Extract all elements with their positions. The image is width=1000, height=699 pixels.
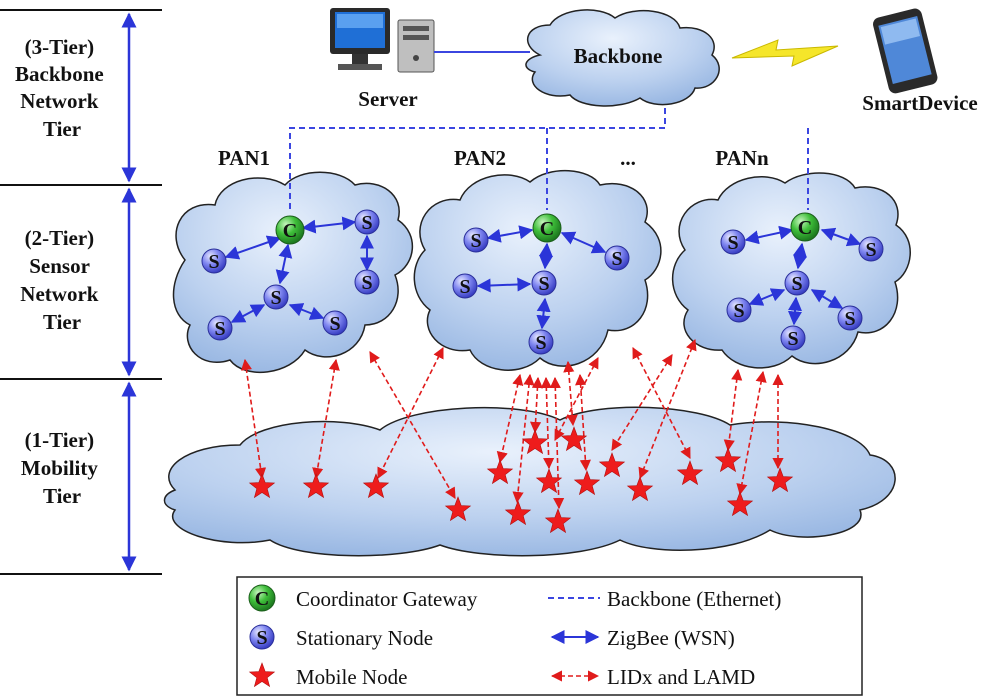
mobile-node-star — [521, 429, 549, 455]
stationary-node: S — [322, 310, 348, 336]
stationary-node: S — [452, 273, 478, 299]
stationary-node: S — [837, 305, 863, 331]
mobile-node-star — [598, 452, 626, 478]
backbone-label: Backbone — [574, 44, 663, 68]
mobile-node-star — [573, 470, 601, 496]
legend-lidx-label: LIDx and LAMD — [607, 665, 755, 689]
mobile-nodes — [248, 426, 794, 534]
coordinator-node: C — [790, 212, 820, 242]
legend-mobile-symbol — [248, 662, 276, 688]
svg-text:S: S — [733, 300, 744, 322]
pan2-cloud — [413, 170, 662, 371]
stationary-node: S — [531, 270, 557, 296]
stationary-node: S — [354, 209, 380, 235]
smart-device-label: SmartDevice — [862, 91, 977, 115]
stationary-node: S — [784, 270, 810, 296]
svg-text:C: C — [540, 218, 554, 240]
legend-mobile-label: Mobile Node — [296, 665, 407, 689]
svg-text:S: S — [727, 232, 738, 254]
legend-star-icon — [248, 662, 276, 688]
mobile-node-star — [362, 473, 390, 499]
stationary-node: S — [858, 236, 884, 262]
server-label: Server — [358, 87, 417, 111]
backbone-cloud — [525, 9, 720, 107]
stationary-node: S — [354, 269, 380, 295]
stationary-node: S — [207, 315, 233, 341]
legend-zigbee-label: ZigBee (WSN) — [607, 626, 735, 650]
stationary-node: S — [726, 297, 752, 323]
svg-text:S: S — [361, 272, 372, 294]
stationary-node: S — [263, 284, 289, 310]
svg-text:C: C — [255, 588, 269, 610]
coordinator-node: C — [532, 213, 562, 243]
mobile-node-star — [486, 459, 514, 485]
svg-text:S: S — [538, 273, 549, 295]
coordinator-node: C — [275, 215, 305, 245]
mobile-node-star — [544, 508, 572, 534]
smart-device-icon — [873, 8, 938, 94]
svg-text:S: S — [611, 248, 622, 270]
mobile-node-star — [302, 473, 330, 499]
svg-text:C: C — [283, 220, 297, 242]
svg-text:S: S — [208, 251, 219, 273]
mobile-node-star — [714, 447, 742, 473]
pan2-label: PAN2 — [454, 146, 506, 170]
svg-text:S: S — [787, 328, 798, 350]
svg-text:S: S — [535, 332, 546, 354]
svg-text:S: S — [256, 627, 267, 649]
mobile-node-star — [248, 473, 276, 499]
coordinator-nodes: C C C — [275, 212, 820, 245]
mobile-node-star — [766, 467, 794, 493]
legend-stationary-symbol: S — [249, 624, 275, 650]
pann-label: PANn — [715, 146, 769, 170]
server-icon — [330, 8, 435, 73]
legend: C Coordinator Gateway S Stationary Node … — [236, 576, 863, 696]
mobility-links — [240, 338, 784, 510]
wireless-link-icon — [731, 39, 839, 67]
svg-text:S: S — [361, 212, 372, 234]
mobile-node-star — [560, 426, 588, 452]
legend-coordinator-symbol: C — [248, 584, 276, 612]
backbone-dashed-links — [289, 108, 809, 210]
svg-text:S: S — [459, 276, 470, 298]
svg-text:C: C — [798, 217, 812, 239]
svg-text:S: S — [329, 313, 340, 335]
mobile-node-star — [626, 476, 654, 502]
svg-text:S: S — [214, 318, 225, 340]
stationary-node: S — [201, 248, 227, 274]
tier-label-1: (1-Tier) Mobility Tier — [21, 428, 103, 508]
mobile-node-star — [535, 468, 563, 494]
stationary-node: S — [604, 245, 630, 271]
svg-text:S: S — [791, 273, 802, 295]
legend-coordinator-label: Coordinator Gateway — [296, 587, 478, 611]
zigbee-links — [224, 216, 862, 330]
legend-backbone-label: Backbone (Ethernet) — [607, 587, 781, 611]
svg-text:S: S — [270, 287, 281, 309]
svg-text:S: S — [470, 230, 481, 252]
legend-stationary-label: Stationary Node — [296, 626, 433, 650]
stationary-nodes: S S S S S S S S S S S S S S S S S — [201, 209, 884, 355]
mobile-node-star — [726, 491, 754, 517]
tier-label-3: (3-Tier) Backbone Network Tier — [15, 35, 109, 141]
stationary-node: S — [720, 229, 746, 255]
stationary-node: S — [780, 325, 806, 351]
pan-ellipsis: ... — [620, 146, 636, 170]
mobile-node-star — [444, 496, 472, 522]
stationary-node: S — [528, 329, 554, 355]
pan1-label: PAN1 — [218, 146, 270, 170]
svg-text:S: S — [865, 239, 876, 261]
stationary-node: S — [463, 227, 489, 253]
legend-box — [236, 576, 863, 696]
mobile-node-star — [504, 500, 532, 526]
tier-separators — [0, 9, 162, 575]
svg-text:S: S — [844, 308, 855, 330]
tier-label-2: (2-Tier) Sensor Network Tier — [20, 226, 103, 334]
mobile-node-star — [676, 460, 704, 486]
